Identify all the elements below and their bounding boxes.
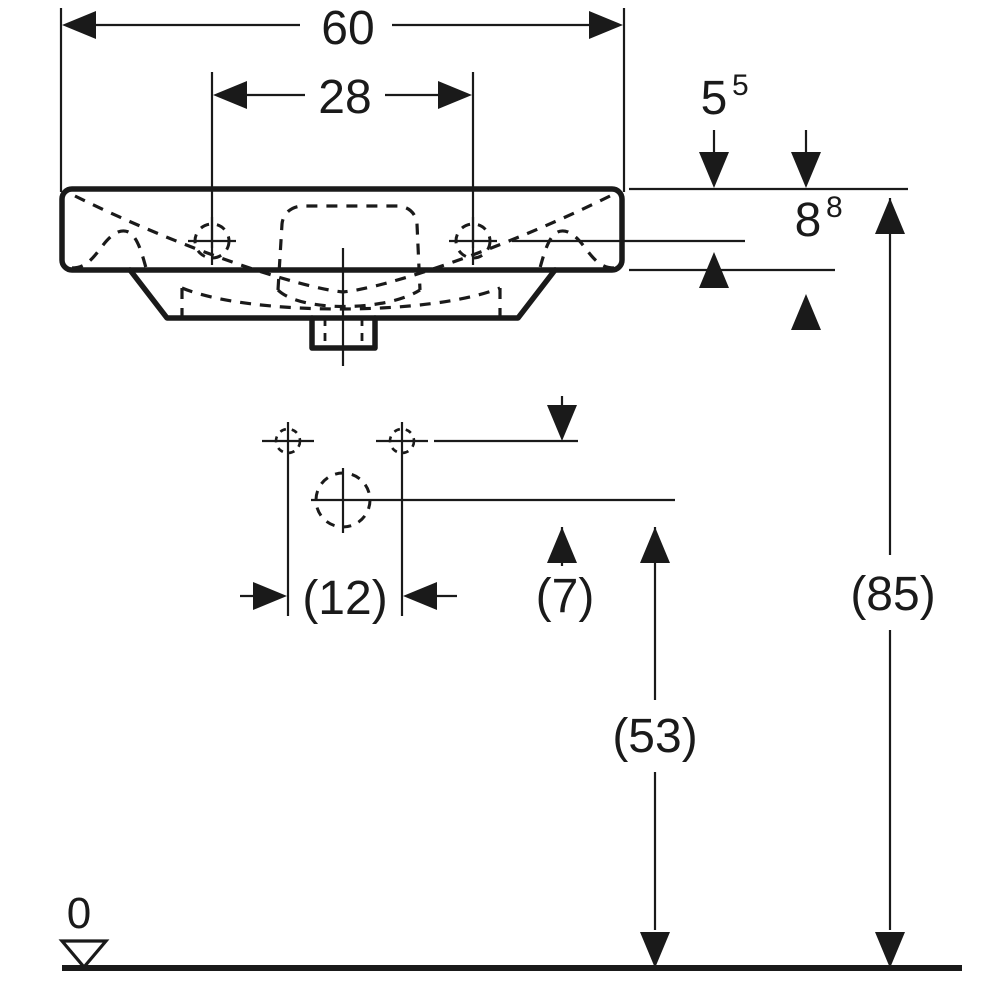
basin-rim-outline — [59, 186, 625, 273]
dim-label-5: 5 — [701, 72, 728, 125]
dim-label-12: (12) — [302, 572, 387, 625]
bowl-hidden-right-hump — [538, 229, 615, 270]
arrowhead-60-left — [62, 11, 96, 39]
datum-triangle-marker — [58, 939, 110, 970]
dim-label-28: 28 — [318, 71, 371, 124]
dimension-waste-height-53: (53) — [612, 527, 698, 968]
dim-label-5-superscript: 5 — [732, 69, 749, 102]
dim-label-8: 8 — [795, 194, 822, 247]
dim-label-85: (85) — [850, 568, 935, 621]
bowl-hidden-right-diag — [342, 194, 611, 294]
dim-label-8-superscript: 8 — [826, 191, 843, 224]
tap-hole-right-crosshair — [449, 217, 497, 265]
trap-recess-hidden-outline — [276, 204, 422, 291]
dim-label-60: 60 — [321, 2, 374, 55]
bowl-hidden-left-diag — [74, 194, 344, 294]
bowl-bottom-hidden-curve — [181, 286, 501, 311]
trap-bottom-hidden-curve — [276, 288, 421, 309]
arrowhead-8-down — [791, 152, 821, 188]
dim-label-7: (7) — [536, 570, 595, 623]
dimension-width-60: 60 — [59, 2, 626, 192]
mounting-plan-detail: (7) (12) — [240, 396, 675, 625]
dim-label-53: (53) — [612, 710, 697, 763]
arrowhead-5-down — [699, 152, 729, 188]
reference-leader-lines — [512, 187, 908, 272]
arrowhead-60-right — [589, 11, 623, 39]
basin-elevation — [59, 186, 625, 366]
arrowhead-28-left — [213, 81, 247, 109]
bowl-hidden-left-hump — [71, 229, 148, 270]
arrowhead-7-down — [547, 405, 577, 441]
arrowhead-8-up — [791, 294, 821, 330]
datum-label-0: 0 — [67, 889, 91, 938]
arrowhead-12-left — [253, 582, 287, 610]
dimension-basin-depth-8-8: 8 8 — [791, 130, 843, 330]
arrowhead-28-right — [438, 81, 472, 109]
arrowhead-12-right — [403, 582, 437, 610]
dimension-bracket-12: (12) — [240, 572, 457, 625]
tap-hole-left-crosshair — [188, 217, 236, 265]
bracket-hole-right — [376, 427, 428, 455]
arrowhead-85-down — [875, 932, 905, 968]
dimension-rim-offset-5-5: 5 5 — [699, 69, 749, 288]
dimension-tap-spacing-28: 28 — [210, 71, 475, 248]
floor-reference: 0 — [58, 889, 962, 971]
dimension-install-height-85: (85) — [850, 198, 936, 968]
bracket-hole-left — [262, 427, 314, 455]
arrowhead-53-down — [640, 932, 670, 968]
